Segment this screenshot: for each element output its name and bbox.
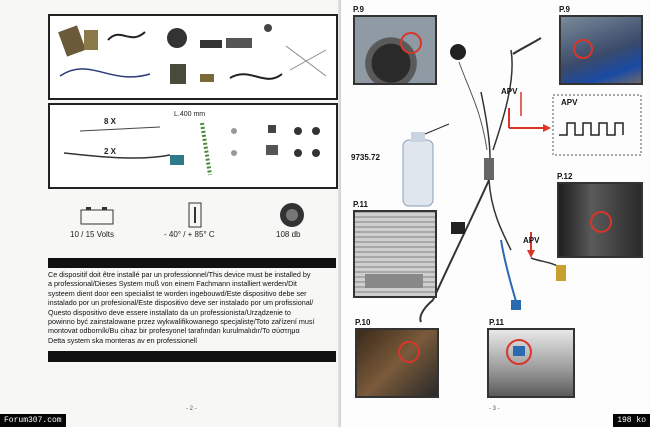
connector-icon: [511, 300, 521, 310]
connector-icon: [84, 30, 98, 50]
warning-line: montovat odborník/Bu cihaz bir profesyon…: [48, 326, 300, 336]
decibel-spec: 108 db: [276, 230, 301, 239]
installation-warning: Ce dispositif doit être installé par un …: [48, 270, 338, 345]
arrow-head-icon: [527, 250, 535, 258]
cable-label-2x: 2 X: [104, 147, 117, 156]
harness-wire: [458, 61, 488, 151]
sensor-icon: [450, 44, 466, 60]
grommet-icon: [312, 149, 320, 157]
right-page-number: - 3 -: [489, 406, 500, 412]
sensor-housing-icon: [170, 64, 186, 84]
relay-icon: [484, 158, 494, 180]
label-apv-bottom: APV: [523, 236, 540, 245]
photo-dashboard-vent: [353, 210, 437, 298]
battery-icon: [80, 207, 114, 225]
highlight-circle: [590, 211, 612, 233]
cables-box: 8 X 2 X L.400 mm: [48, 103, 338, 189]
warning-line: Ce dispositif doit être installé par un …: [48, 270, 311, 279]
signal-box: [552, 94, 642, 156]
harness-wire: [432, 179, 490, 301]
label-p11-bottom: P.11: [489, 318, 504, 327]
harness-wire: [488, 179, 512, 251]
kit-contents-box: [48, 14, 338, 100]
clip-icon: [200, 74, 214, 82]
warning-line: Detta system ska monteras av en professi…: [48, 335, 198, 345]
wiring-diagram: [402, 37, 642, 323]
cable-icon: [229, 73, 283, 80]
cable-icon: [63, 152, 171, 159]
label-apv-signal: APV: [561, 98, 578, 107]
label-spray-code: 9735.72: [351, 153, 380, 162]
bolt-icon: [266, 145, 278, 155]
wire-icon: [59, 68, 151, 78]
cable-label-8x: 8 X: [104, 117, 117, 126]
warning-line: instalado por un profesional/Este dispos…: [48, 298, 314, 308]
connector-icon: [513, 346, 525, 356]
grommet-icon: [294, 127, 302, 135]
connector-icon: [170, 155, 184, 165]
highlight-circle: [398, 341, 420, 363]
control-unit-icon: [58, 25, 86, 57]
nut-icon: [268, 125, 276, 133]
spray-can-icon: [402, 123, 450, 207]
label-p12: P.12: [557, 172, 573, 181]
voltage-spec: 10 / 15 Volts: [70, 230, 115, 239]
left-page-number: - 2 -: [186, 406, 197, 412]
sensor-icon: [167, 28, 187, 48]
highlight-circle: [573, 39, 593, 59]
harness-icon: [107, 31, 146, 41]
harness-wire: [500, 239, 518, 306]
square-wave-icon: [559, 122, 624, 136]
temperature-spec: - 40° / + 85° C: [164, 230, 215, 239]
label-p9-left: P.9: [353, 5, 364, 14]
footer-size: 198 ko: [613, 414, 650, 427]
highlight-circle: [400, 32, 422, 54]
cables-illustration: [63, 122, 320, 176]
photo-connector-detail: [487, 328, 575, 398]
harness-wire: [492, 49, 513, 151]
bracket-icon: [226, 38, 252, 48]
warning-line: powinno być zainstalowane przez wykwalif…: [48, 317, 315, 327]
footer-site: Forum307.com: [0, 414, 66, 427]
warning-line: systeem dient door een specialist te wor…: [48, 288, 307, 298]
highlight-circle: [506, 339, 532, 365]
washer-icon: [231, 128, 237, 134]
photo-engine-bay: [559, 15, 643, 85]
label-p9-right: P.9: [559, 5, 570, 14]
thermometer-icon: [188, 202, 202, 228]
connector-icon: [556, 265, 566, 281]
harness-wire: [419, 299, 434, 323]
harness-wire: [512, 37, 542, 55]
label-p10: P.10: [355, 318, 371, 327]
warning-bottom-bar: [48, 351, 336, 362]
warning-line: Questo dispositivo deve essere installat…: [48, 307, 291, 317]
arrow-head-icon: [543, 124, 551, 132]
washer-icon: [231, 150, 237, 156]
grommet-icon: [264, 24, 272, 32]
photo-wiring-under-dash: [355, 328, 439, 398]
photo-wheel-arch: [353, 15, 437, 85]
length-label: L.400 mm: [174, 111, 206, 118]
screws-icon: [285, 45, 327, 77]
grommet-icon: [294, 149, 302, 157]
warning-top-bar: [48, 258, 336, 268]
connector-icon: [451, 222, 465, 234]
bracket-icon: [200, 40, 222, 48]
kit-contents-illustration: [58, 24, 327, 84]
right-page: P.9 P.9: [341, 0, 650, 427]
grommet-icon: [312, 127, 320, 135]
left-page: 8 X 2 X L.400 mm 10 / 15 Volts - 40° / +…: [48, 14, 338, 412]
label-p11-left: P.11: [353, 200, 368, 209]
photo-center-console: [557, 182, 643, 258]
cable-icon: [79, 126, 161, 132]
label-apv-top: APV: [501, 87, 518, 96]
console-panel: [365, 274, 423, 288]
warning-line: a professional/Dieses System muß von ein…: [48, 279, 297, 289]
tape-strip-icon: [200, 122, 212, 176]
sensor-icon: [280, 203, 304, 227]
